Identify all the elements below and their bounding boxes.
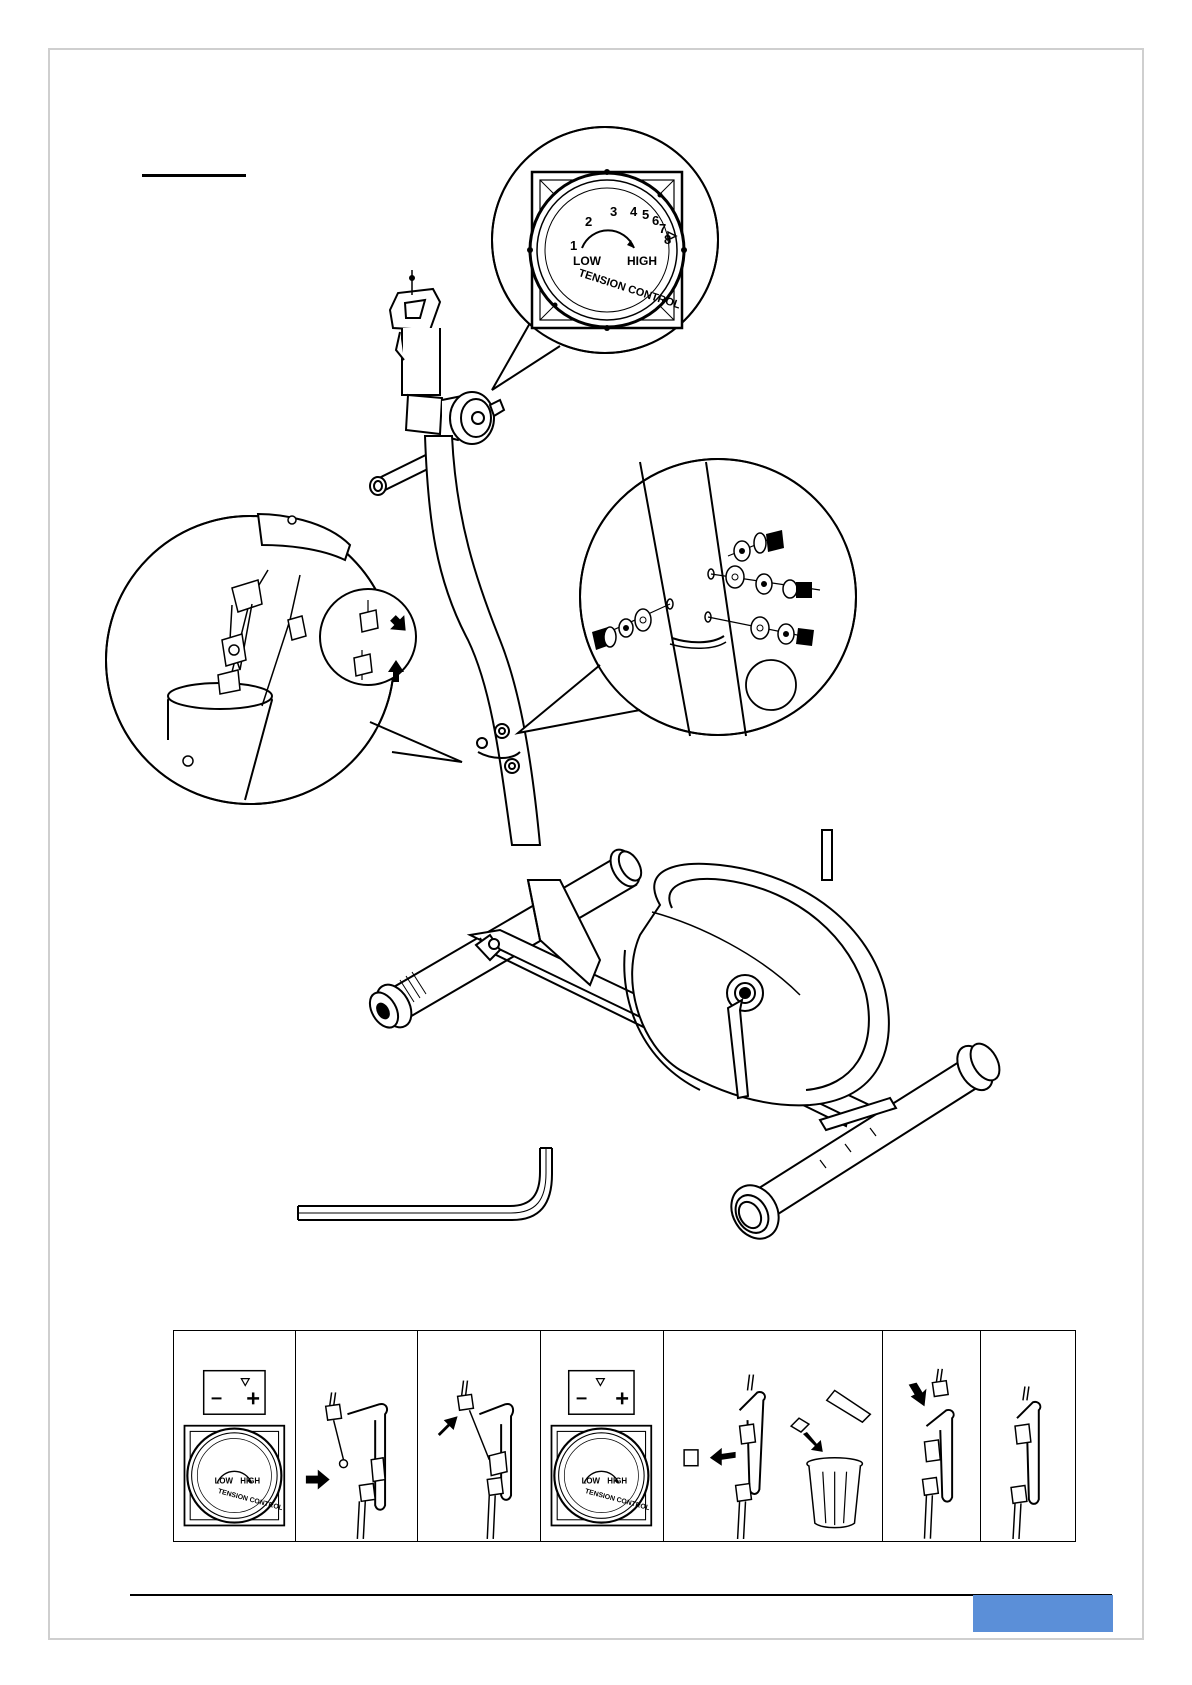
footer-page-tab — [973, 1595, 1113, 1632]
cable-zoom-callout — [106, 514, 462, 804]
dial-number-1: 1 — [570, 238, 577, 253]
dial-low-label: LOW — [573, 254, 602, 268]
strip-dial-high-1: HIGH — [240, 1477, 260, 1486]
dial-zoom-callout: 1 2 3 4 5 6 7 8 LOW HIGH TENSION CONTROL — [492, 127, 718, 390]
dial-number-4: 4 — [630, 204, 638, 219]
dial-high-label: HIGH — [627, 254, 657, 268]
strip-dial-low-2: LOW — [582, 1477, 601, 1486]
strip-step-7 — [981, 1331, 1075, 1541]
strip-dial-icon-2 — [552, 1426, 652, 1526]
bolt-zoom-callout — [518, 459, 856, 736]
strip-step-4: LOW HIGH TENSION CONTROL — [541, 1331, 664, 1541]
strip-step-1-figure: LOW HIGH TENSION CONTROL — [174, 1331, 295, 1541]
strip-step-6 — [883, 1331, 981, 1541]
dial-number-2: 2 — [585, 214, 592, 229]
dial-number-3: 3 — [610, 204, 617, 219]
strip-step-4-figure: LOW HIGH TENSION CONTROL — [541, 1331, 663, 1541]
strip-step-3-figure — [418, 1331, 540, 1541]
strip-step-6-figure — [883, 1331, 980, 1541]
allen-key — [298, 1148, 552, 1220]
strip-step-7-figure — [981, 1331, 1075, 1541]
strip-step-5 — [664, 1331, 884, 1541]
instruction-strip: LOW HIGH TENSION CONTROL — [173, 1330, 1076, 1542]
flywheel-cover — [624, 864, 889, 1106]
dial-number-5: 5 — [642, 207, 649, 222]
strip-step-5-figure — [664, 1331, 883, 1541]
strip-step-3 — [418, 1331, 541, 1541]
footer-rule — [130, 1594, 1112, 1596]
strip-dial-high-2: HIGH — [608, 1477, 628, 1486]
strip-step-2-figure — [296, 1331, 418, 1541]
strip-step-1: LOW HIGH TENSION CONTROL — [174, 1331, 296, 1541]
strip-step-2 — [296, 1331, 419, 1541]
strip-dial-low-1: LOW — [215, 1477, 234, 1486]
strip-dial-icon-1 — [184, 1426, 284, 1526]
